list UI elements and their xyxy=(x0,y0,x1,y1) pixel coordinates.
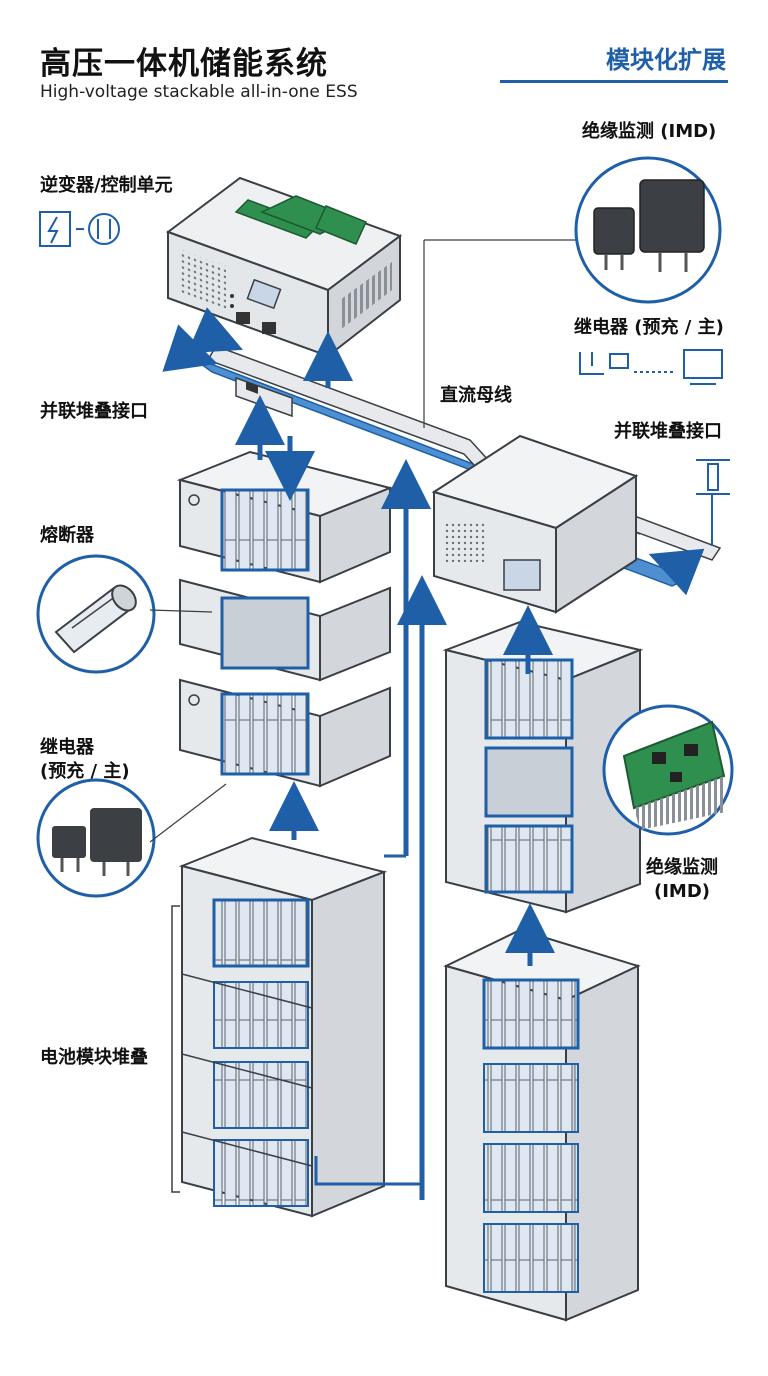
imd-right-label-line2: (IMD) xyxy=(653,881,710,903)
relay-right-label: 继电器 (预充 / 主) xyxy=(574,317,724,338)
dc-bus-label: 直流母线 xyxy=(440,385,512,406)
relay-callout-left xyxy=(36,778,227,898)
battery-stack-bracket xyxy=(171,905,180,1193)
imd-right-label-line1: 绝缘监测 xyxy=(646,857,718,878)
imd-callout-right xyxy=(602,704,734,836)
flow-arrows xyxy=(162,307,705,1200)
parallel-interface-right-label: 并联堆叠接口 xyxy=(614,421,722,442)
page-subtitle: High-voltage stackable all-in-one ESS xyxy=(40,82,358,102)
right-control-unit xyxy=(431,434,639,614)
left-control-stack xyxy=(176,450,394,788)
fuse-label: 熔断器 xyxy=(40,525,94,546)
relay-left-label-line2: (预充 / 主) xyxy=(40,761,130,783)
parallel-interface-left-label: 并联堆叠接口 xyxy=(40,401,148,422)
modular-expansion-tag: 模块化扩展 xyxy=(606,46,726,74)
left-stack-return-line xyxy=(314,1156,422,1186)
parallel-interface-right-icon xyxy=(696,459,730,546)
relay-left-label-line1: 继电器 xyxy=(40,737,94,758)
inverter-symbol-icon xyxy=(39,211,120,247)
imd-right-label: 绝缘监测 (IMD) xyxy=(632,856,732,905)
right-battery-stack xyxy=(443,928,641,1322)
left-battery-stack xyxy=(178,836,388,1218)
inverter-unit xyxy=(165,176,403,359)
battery-stack-label: 电池模块堆叠 xyxy=(40,1047,148,1068)
tag-underline xyxy=(500,80,728,83)
inverter-unit-label: 逆变器/控制单元 xyxy=(40,175,173,196)
imd-callout-top xyxy=(574,156,722,304)
relay-schematic-icon xyxy=(579,349,723,385)
fuse-callout xyxy=(36,554,213,674)
relay-left-label: 继电器 (预充 / 主) xyxy=(40,736,130,785)
page-title: 高压一体机储能系统 xyxy=(40,46,328,82)
imd-top-label: 绝缘监测 (IMD) xyxy=(582,121,717,142)
